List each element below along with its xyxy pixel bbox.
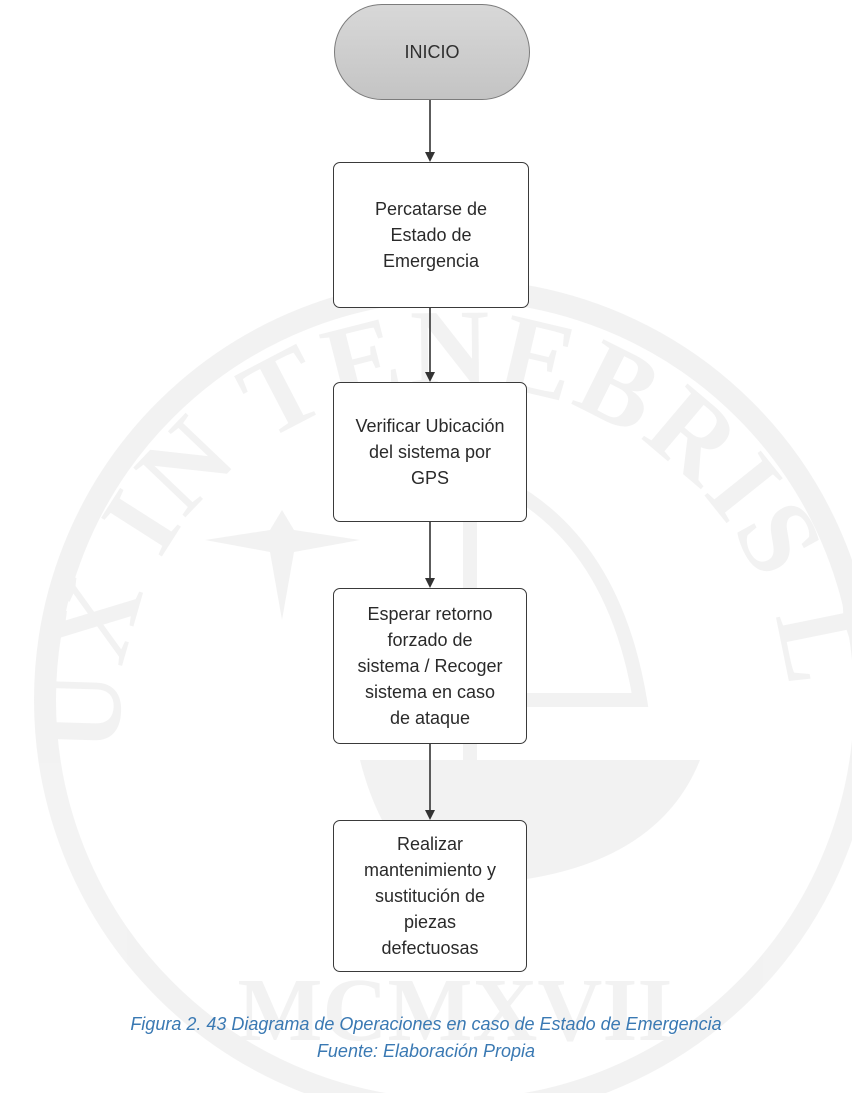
process-step-2: Verificar Ubicación del sistema por GPS bbox=[333, 382, 527, 522]
flowchart bbox=[425, 100, 435, 820]
process-step-4: Realizar mantenimiento y sustitución de … bbox=[333, 820, 527, 972]
start-terminator: INICIO bbox=[334, 4, 530, 100]
process-step-1: Percatarse de Estado de Emergencia bbox=[333, 162, 529, 308]
figure-source: Fuente: Elaboración Propia bbox=[316, 1041, 536, 1061]
process-step-3: Esperar retorno forzado de sistema / Rec… bbox=[333, 588, 527, 744]
figure-caption: Figura 2. 43 Diagrama de Operaciones en … bbox=[130, 1014, 722, 1034]
